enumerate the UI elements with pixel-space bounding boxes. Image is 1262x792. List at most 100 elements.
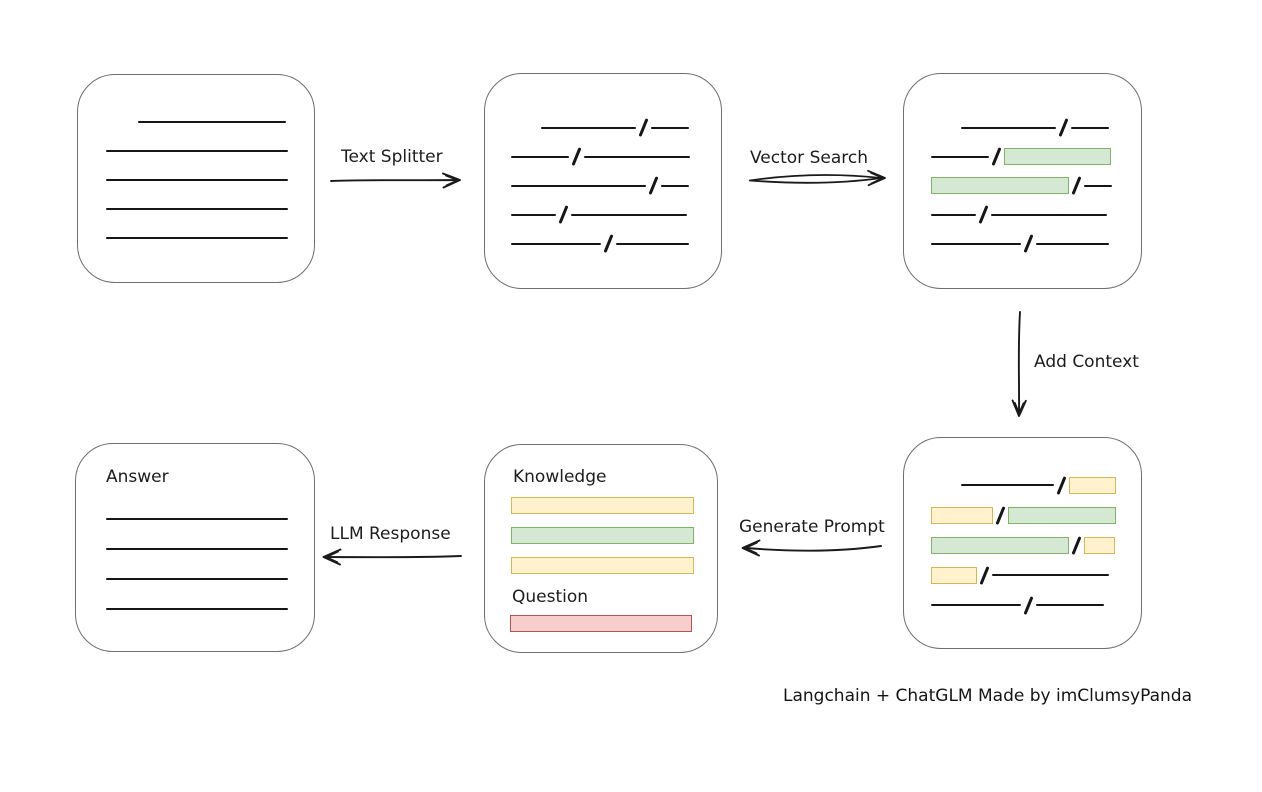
- segment-row: [511, 550, 717, 580]
- text-line-segment: [931, 604, 1021, 606]
- segment-row: [511, 520, 717, 550]
- yellow-highlight-bar: [1068, 476, 1116, 494]
- yellow-highlight-bar: [931, 506, 993, 524]
- green-highlight-bar: [931, 536, 1069, 554]
- segment-row: [541, 113, 721, 142]
- segment-row: [931, 530, 1141, 560]
- segment-row: [931, 171, 1141, 200]
- text-line-segment: [1035, 242, 1109, 245]
- text-line-segment: [961, 484, 1054, 486]
- segment-row: [931, 590, 1141, 620]
- segment-row: [106, 223, 314, 252]
- segment-row: [511, 490, 717, 520]
- slash-separator: [603, 234, 614, 253]
- text-line-segment: [511, 184, 646, 187]
- segment-row: [106, 194, 314, 223]
- yellow-highlight-bar: [1083, 536, 1115, 554]
- slash-separator: [558, 205, 569, 224]
- slash-separator: [638, 118, 649, 137]
- text-line-segment: [1035, 604, 1104, 606]
- text-line-segment: [660, 184, 689, 187]
- green-highlight-bar: [511, 526, 694, 544]
- text-line-segment: [570, 213, 687, 216]
- credit-caption: Langchain + ChatGLM Made by imClumsyPand…: [783, 686, 1192, 706]
- segment-row: [511, 200, 721, 229]
- slash-separator: [1023, 595, 1034, 615]
- generate-prompt-label: Generate Prompt: [739, 517, 885, 537]
- slash-separator: [1056, 475, 1067, 495]
- knowledge-label: Knowledge: [513, 467, 607, 487]
- llm-response-label: LLM Response: [330, 524, 451, 544]
- text-line-segment: [511, 155, 569, 158]
- split-chunks-box: [484, 73, 722, 289]
- text-line-segment: [106, 178, 288, 181]
- text-line-segment: [990, 213, 1107, 216]
- prompt-box: Knowledge Question: [484, 444, 718, 653]
- text-line-segment: [511, 242, 601, 245]
- slash-separator: [991, 147, 1002, 166]
- segment-row: [931, 200, 1141, 229]
- generate-prompt-arrow: [741, 539, 882, 557]
- source-document-box: [77, 74, 315, 283]
- text-line-segment: [583, 155, 690, 158]
- text-line-segment: [991, 574, 1109, 576]
- knowledge-bars: [511, 490, 717, 580]
- segment-row: [511, 142, 721, 171]
- answer-label: Answer: [106, 467, 169, 487]
- slash-separator: [1058, 118, 1069, 137]
- green-highlight-bar: [1007, 506, 1116, 524]
- vector-search-label: Vector Search: [750, 148, 868, 168]
- text-splitter-label: Text Splitter: [341, 147, 443, 167]
- segment-row: [931, 229, 1141, 258]
- text-line-segment: [106, 578, 288, 580]
- text-line-segment: [961, 126, 1056, 129]
- text-line-segment: [650, 126, 689, 129]
- text-line-segment: [106, 236, 288, 239]
- text-line-segment: [106, 207, 288, 210]
- slash-separator: [979, 565, 990, 585]
- context-chunks-box: [903, 437, 1142, 649]
- matched-chunk-rows: [931, 113, 1141, 258]
- segment-row: [961, 470, 1141, 500]
- segment-row: [106, 504, 314, 534]
- segment-row: [511, 171, 721, 200]
- vector-matched-chunks-box: [903, 73, 1142, 289]
- text-line-segment: [931, 155, 989, 158]
- slash-separator: [995, 505, 1006, 525]
- text-line-segment: [1083, 184, 1112, 187]
- context-chunk-rows: [931, 470, 1141, 620]
- segment-row: [931, 560, 1141, 590]
- yellow-highlight-bar: [931, 566, 977, 584]
- red-highlight-bar: [510, 614, 692, 632]
- text-line-segment: [106, 149, 288, 152]
- slash-separator: [1071, 176, 1082, 195]
- segment-row: [510, 608, 717, 638]
- green-highlight-bar: [931, 177, 1069, 194]
- text-line-segment: [138, 120, 286, 123]
- answer-box: Answer: [75, 443, 315, 652]
- segment-row: [106, 534, 314, 564]
- text-line-segment: [931, 242, 1021, 245]
- text-line-segment: [106, 608, 288, 610]
- split-chunk-rows: [511, 113, 721, 258]
- segment-row: [106, 594, 314, 624]
- add-context-label: Add Context: [1034, 352, 1139, 372]
- segment-row: [931, 142, 1141, 171]
- text-line-segment: [615, 242, 689, 245]
- segment-row: [931, 500, 1141, 530]
- yellow-highlight-bar: [511, 496, 694, 514]
- answer-lines: [106, 504, 314, 624]
- segment-row: [106, 564, 314, 594]
- slash-separator: [648, 176, 659, 195]
- slash-separator: [1071, 535, 1082, 555]
- text-line-segment: [1070, 126, 1109, 129]
- yellow-highlight-bar: [511, 556, 694, 574]
- question-label: Question: [512, 587, 589, 607]
- llm-response-arrow: [322, 548, 462, 566]
- slash-separator: [1023, 234, 1034, 253]
- segment-row: [106, 165, 314, 194]
- text-line-segment: [106, 518, 288, 520]
- vector-search-arrow: [749, 169, 886, 187]
- segment-row: [511, 229, 721, 258]
